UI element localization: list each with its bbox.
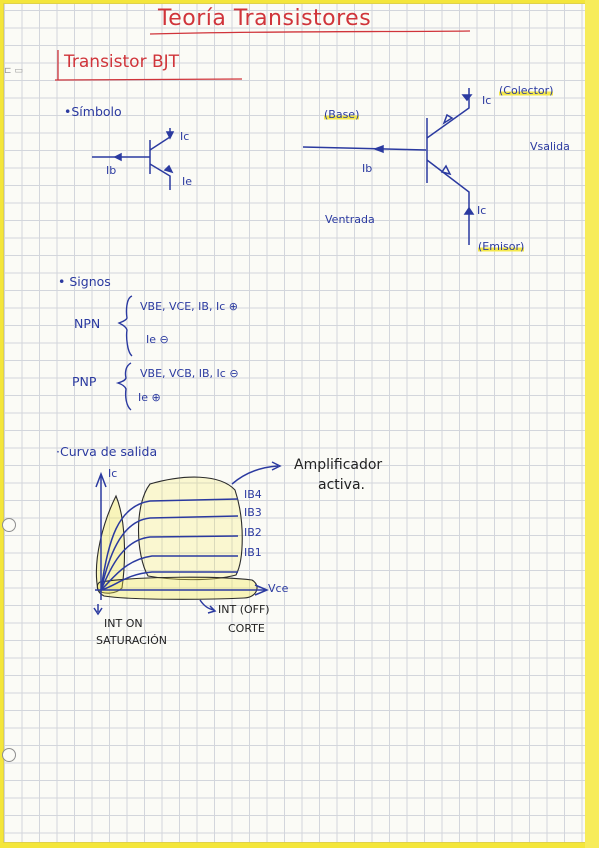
page-title: Teoría Transistores — [158, 6, 372, 31]
ib-label: Ib — [362, 162, 373, 175]
region-saturacion-line-2: SATURACIÓN — [96, 634, 167, 647]
notebook-sheet — [4, 4, 587, 842]
base-label: (Base) — [324, 108, 360, 121]
small-ic-label: Ic — [180, 130, 190, 143]
x-axis-label: Vce — [268, 582, 289, 595]
section-title: Transistor BJT — [64, 52, 180, 72]
emisor-label: (Emisor) — [478, 240, 525, 253]
small-ie-label: Ie — [182, 175, 193, 188]
binder-hole — [2, 518, 16, 532]
curve-label-ib3: IB3 — [244, 506, 262, 519]
large-transistor-symbol — [302, 88, 475, 245]
npn-brace — [117, 295, 133, 357]
npn-line-2: Ie ⊖ — [146, 333, 169, 346]
npn-line-1: VBE, VCE, IB, Ic ⊕ — [140, 300, 238, 313]
title-underline — [149, 30, 471, 35]
ventrada-label: Ventrada — [325, 213, 375, 226]
colector-label: (Colector) — [499, 84, 554, 97]
pnp-line-1: VBE, VCB, IB, Ic ⊖ — [140, 367, 239, 380]
region-activa-line-1: Amplificador — [294, 457, 383, 473]
region-saturacion-line-1: INT ON — [104, 617, 143, 630]
ic-bottom-label: Ic — [477, 204, 487, 217]
region-activa-line-2: activa. — [318, 477, 365, 493]
npn-label: NPN — [74, 316, 101, 331]
output-curve-chart — [93, 461, 282, 616]
pnp-line-2: Ie ⊕ — [138, 391, 161, 404]
section-underline — [54, 78, 243, 81]
curve-label-ib2: IB2 — [244, 526, 262, 539]
ic-top-label: Ic — [482, 94, 492, 107]
region-corte-line-2: CORTE — [228, 622, 265, 635]
y-axis-label: Ic — [108, 467, 118, 480]
vsalida-label: Vsalida — [530, 140, 570, 153]
binder-hole — [2, 748, 16, 762]
small-ib-label: Ib — [106, 164, 117, 177]
margin-mark: ⊏ ▭ — [4, 66, 23, 76]
curva-heading: ·Curva de salida — [56, 444, 158, 459]
pnp-label: PNP — [72, 374, 97, 389]
curve-label-ib1: IB1 — [244, 546, 262, 559]
page-edge-strip — [585, 0, 599, 848]
pnp-brace — [115, 362, 132, 411]
curve-label-ib4: IB4 — [244, 488, 262, 501]
small-transistor-symbol — [92, 128, 175, 190]
signos-heading: • Signos — [58, 274, 111, 289]
region-corte-line-1: INT (OFF) — [218, 603, 270, 616]
simbolo-heading: •Símbolo — [64, 104, 122, 119]
